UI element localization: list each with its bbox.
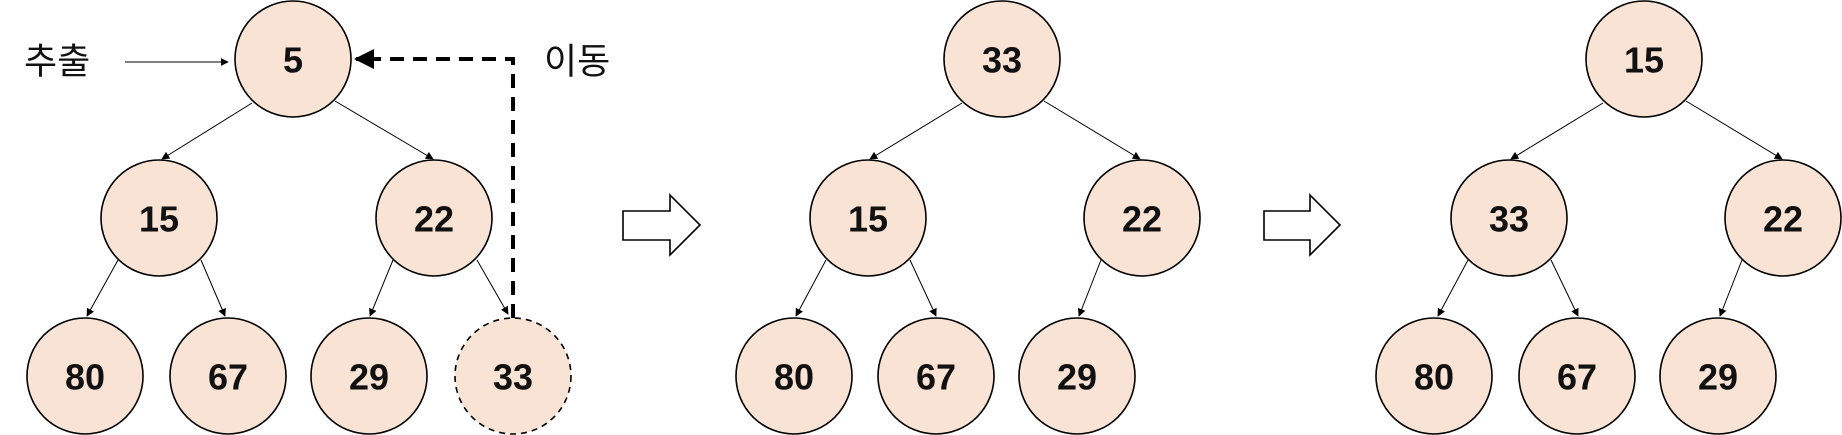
node-right: 22 (375, 159, 493, 277)
panel-2-moved: 33 15 22 80 67 29 (735, 0, 1201, 435)
node-right-left: 29 (310, 317, 428, 435)
svg-text:29: 29 (1057, 357, 1097, 398)
svg-text:80: 80 (65, 357, 105, 398)
node-right: 22 (1724, 159, 1842, 277)
edge-left-ll (1437, 259, 1469, 317)
node-right-right-dashed: 33 (454, 317, 572, 435)
panel-1-before: 추출 이동 5 15 22 80 67 29 (24, 0, 610, 435)
edge-right-rr (476, 259, 509, 315)
node-left-left: 80 (735, 317, 853, 435)
transition-arrow-2 (1263, 193, 1342, 257)
svg-text:15: 15 (848, 199, 888, 240)
svg-text:67: 67 (208, 357, 248, 398)
transition-arrow-1 (622, 193, 702, 257)
node-right: 22 (1083, 159, 1201, 277)
svg-text:22: 22 (1763, 199, 1803, 240)
svg-text:5: 5 (283, 40, 303, 81)
edge-left-ll (86, 259, 119, 317)
node-left: 15 (100, 159, 218, 277)
svg-text:80: 80 (774, 357, 814, 398)
svg-text:29: 29 (349, 357, 389, 398)
node-left: 33 (1450, 159, 1568, 277)
svg-text:33: 33 (1489, 199, 1529, 240)
node-left-right: 67 (877, 317, 995, 435)
svg-text:67: 67 (1557, 357, 1597, 398)
svg-text:33: 33 (982, 40, 1022, 81)
move-dashed-arrow (354, 49, 515, 318)
svg-text:22: 22 (414, 199, 454, 240)
svg-text:22: 22 (1122, 199, 1162, 240)
node-root: 33 (943, 0, 1061, 118)
edge-root-right (1043, 100, 1141, 160)
edge-root-left (161, 102, 253, 160)
node-left: 15 (809, 159, 927, 277)
node-root: 15 (1585, 0, 1703, 118)
svg-text:15: 15 (1624, 40, 1664, 81)
edge-left-lr (200, 259, 226, 317)
node-right-left: 29 (1018, 317, 1136, 435)
edge-left-ll (795, 259, 827, 317)
edge-left-lr (909, 259, 937, 317)
move-label: 이동 (544, 42, 610, 83)
svg-text:29: 29 (1698, 357, 1738, 398)
panel-3-after: 15 33 22 80 67 29 (1375, 0, 1842, 435)
svg-text:80: 80 (1414, 357, 1454, 398)
edge-root-right (334, 100, 434, 160)
edge-right-rl (369, 259, 394, 317)
edge-right-rl (1077, 259, 1102, 317)
svg-text:67: 67 (916, 357, 956, 398)
extract-label: 추출 (24, 42, 90, 83)
node-left-left: 80 (26, 317, 144, 435)
edge-right-rl (1718, 259, 1743, 317)
node-root: 5 (234, 0, 352, 118)
edge-root-right (1685, 100, 1783, 160)
edge-left-lr (1550, 259, 1579, 317)
node-left-right: 67 (169, 317, 287, 435)
svg-text:15: 15 (139, 199, 179, 240)
edge-root-left (1510, 102, 1604, 160)
node-right-left: 29 (1659, 317, 1777, 435)
node-left-left: 80 (1375, 317, 1493, 435)
svg-text:33: 33 (493, 357, 533, 398)
node-left-right: 67 (1518, 317, 1636, 435)
edge-root-left (869, 102, 963, 160)
